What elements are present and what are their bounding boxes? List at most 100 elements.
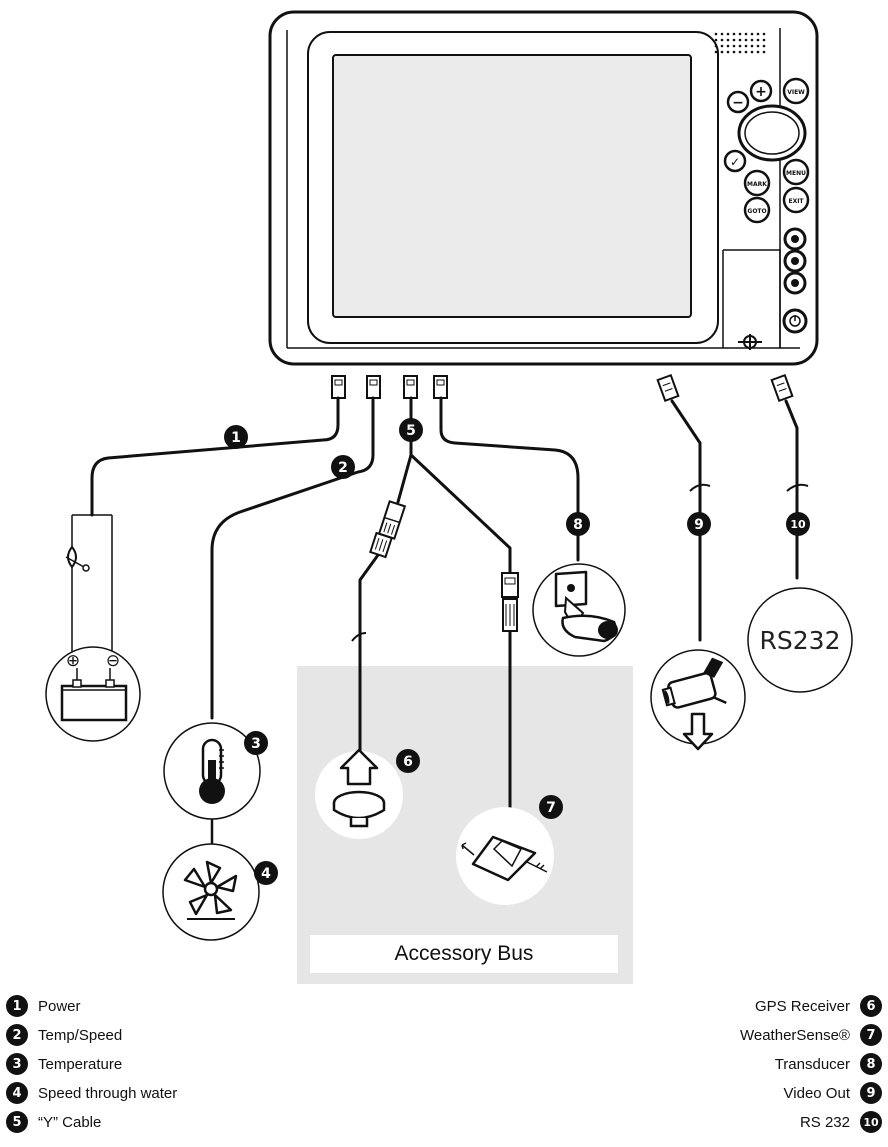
fishfinder-unit: − + VIEW ✓ MENU MARK EXIT xyxy=(268,10,819,366)
quick-key-3[interactable] xyxy=(783,271,807,295)
goto-button[interactable]: GOTO xyxy=(743,196,771,224)
legend-number: 5 xyxy=(6,1111,28,1133)
legend-label: Power xyxy=(38,997,81,1015)
legend-label: “Y” Cable xyxy=(38,1113,102,1131)
mark-button-label: MARK xyxy=(747,181,767,188)
badge-7-text: 7 xyxy=(546,800,556,816)
badge-2: 2 xyxy=(331,455,355,479)
legend-number: 7 xyxy=(860,1024,882,1046)
badge-5-text: 5 xyxy=(406,423,416,439)
video-camera-icon xyxy=(650,649,746,751)
legend-item: 3 Temperature xyxy=(6,1052,122,1076)
badge-1: 1 xyxy=(224,425,248,449)
legend-label: RS 232 xyxy=(799,1113,850,1131)
legend-item: 4 Speed through water xyxy=(6,1081,177,1105)
badge-9-text: 9 xyxy=(694,517,704,533)
weathersense-icon xyxy=(456,807,554,905)
badge-8-text: 8 xyxy=(573,517,583,533)
mark-button[interactable]: MARK xyxy=(743,169,771,197)
paddlewheel-icon xyxy=(162,843,260,941)
badge-2-text: 2 xyxy=(338,460,348,476)
battery-negative-symbol: ⊖ xyxy=(106,651,120,671)
legend-item: 5 “Y” Cable xyxy=(6,1110,101,1134)
transducer-icon xyxy=(532,563,626,657)
connector-temp-speed xyxy=(366,375,381,399)
legend-number: 8 xyxy=(860,1053,882,1075)
connector-video-out xyxy=(656,373,680,403)
menu-button[interactable]: MENU xyxy=(782,158,810,186)
menu-button-label: MENU xyxy=(786,170,806,177)
badge-3: 3 xyxy=(244,731,268,755)
cable-power xyxy=(90,396,340,517)
legend-item: Transducer 8 xyxy=(775,1052,882,1076)
cable-y-branch-weathersense xyxy=(409,453,512,575)
legend-label: Speed through water xyxy=(38,1084,178,1102)
badge-3-text: 3 xyxy=(251,736,261,752)
legend-label: WeatherSense® xyxy=(739,1026,850,1044)
view-button[interactable]: VIEW xyxy=(782,77,810,105)
badge-4-text: 4 xyxy=(261,866,271,882)
cable-transducer xyxy=(439,396,580,562)
badge-5: 5 xyxy=(399,418,423,442)
minus-button[interactable]: − xyxy=(726,90,750,114)
legend-label: GPS Receiver xyxy=(754,997,850,1015)
legend-item: WeatherSense® 7 xyxy=(740,1023,882,1047)
legend-label: Temperature xyxy=(38,1055,123,1073)
legend-number: 2 xyxy=(6,1024,28,1046)
cable-y-branch-gps xyxy=(396,453,413,504)
goto-button-label: GOTO xyxy=(747,208,766,215)
badge-7: 7 xyxy=(539,795,563,819)
quick-key-1[interactable] xyxy=(783,227,807,251)
legend-item: 1 Power xyxy=(6,994,81,1018)
legend-number: 9 xyxy=(860,1082,882,1104)
crosshair-icon xyxy=(738,334,762,350)
legend-number: 1 xyxy=(6,995,28,1017)
badge-6: 6 xyxy=(396,749,420,773)
power-button[interactable] xyxy=(782,308,808,334)
screen xyxy=(332,54,692,318)
cable-break-gps xyxy=(351,632,367,642)
quick-key-2[interactable] xyxy=(783,249,807,273)
rs232-label: RS232 xyxy=(759,625,841,655)
battery-icon: ⊕ ⊖ xyxy=(45,646,141,742)
y-cable-connector-upper xyxy=(377,500,407,540)
exit-button-label: EXIT xyxy=(788,198,804,205)
badge-1-text: 1 xyxy=(231,430,241,446)
weathersense-connector xyxy=(501,572,519,632)
badge-9: 9 xyxy=(687,512,711,536)
plus-button[interactable]: + xyxy=(749,79,773,103)
legend-number: 10 xyxy=(860,1111,882,1133)
rs232-icon xyxy=(747,587,853,693)
plus-button-label: + xyxy=(755,84,767,100)
battery-wiring xyxy=(71,514,113,665)
battery-positive-symbol: ⊕ xyxy=(66,651,80,671)
cursor-pad[interactable] xyxy=(737,104,807,162)
legend-number: 4 xyxy=(6,1082,28,1104)
thermometer-icon xyxy=(163,722,261,820)
gps-receiver-icon xyxy=(315,748,403,839)
connector-accessory xyxy=(403,375,418,399)
legend-label: Video Out xyxy=(783,1084,850,1102)
minus-button-label: − xyxy=(732,95,744,111)
y-cable-connector-lower xyxy=(369,531,393,559)
fuse-icon xyxy=(65,545,90,572)
connector-power xyxy=(331,375,346,399)
legend-label: Transducer xyxy=(774,1055,850,1073)
badge-8: 8 xyxy=(566,512,590,536)
badge-10: 10 xyxy=(786,512,810,536)
legend-item: Video Out 9 xyxy=(784,1081,882,1105)
legend-label: Temp/Speed xyxy=(38,1026,123,1044)
legend-number: 3 xyxy=(6,1053,28,1075)
legend-item: RS 232 10 xyxy=(800,1110,882,1134)
check-button[interactable]: ✓ xyxy=(723,149,747,173)
cable-temp-speed xyxy=(210,396,375,720)
legend-item: GPS Receiver 6 xyxy=(755,994,882,1018)
cable-gps xyxy=(358,553,380,760)
legend-number: 6 xyxy=(860,995,882,1017)
badge-4: 4 xyxy=(254,861,278,885)
accessory-bus-label: Accessory Bus xyxy=(310,935,618,973)
exit-button[interactable]: EXIT xyxy=(782,186,810,214)
check-button-label: ✓ xyxy=(730,155,740,169)
badge-6-text: 6 xyxy=(403,754,413,770)
